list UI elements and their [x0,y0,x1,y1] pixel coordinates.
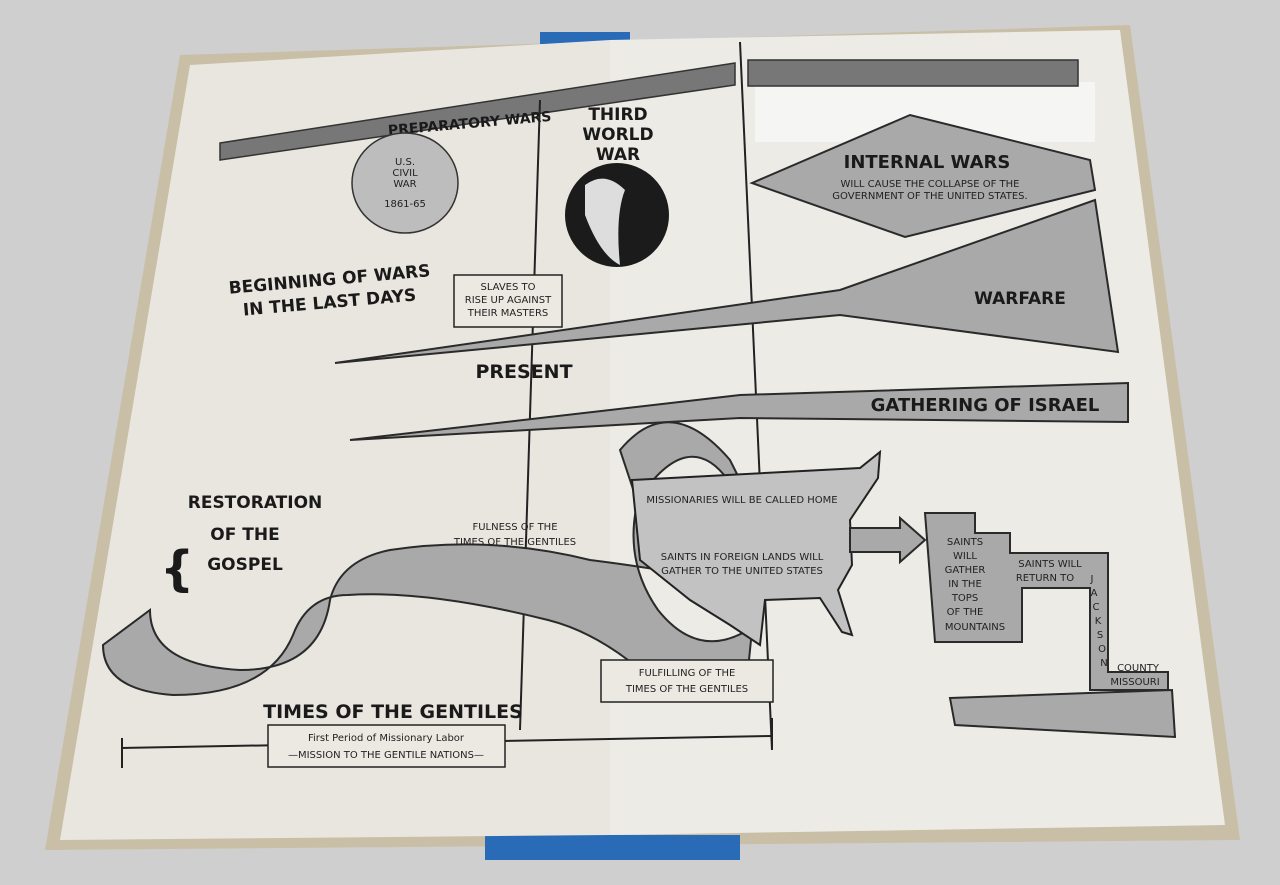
gathering-label: GATHERING OF ISRAEL [871,395,1100,416]
internal-wars-text: GOVERNMENT OF THE UNITED STATES. [832,191,1027,202]
third-world-war-2: WORLD [582,125,653,145]
base-wedge [948,688,1177,739]
third-world-war-1: THIRD [588,105,647,125]
internal-wars-shape [749,113,1097,239]
slaves-text: SLAVES TO [480,282,535,293]
county-text: MISSOURI [1110,677,1159,688]
mountains-text: IN THE [948,579,982,590]
fulness-text: TIMES OF THE GENTILES [453,537,576,548]
fulness-text: FULNESS OF THE [472,522,557,533]
mountains-text: WILL [953,551,977,562]
left-page [60,40,610,840]
present-line [519,99,541,731]
top-right-band [747,59,1079,87]
internal-wars-title: INTERNAL WARS [844,152,1011,173]
jackson-letter: A [1091,588,1098,599]
county-text: COUNTY [1117,663,1160,674]
mountains-text: SAINTS [947,537,983,548]
slaves-text: THEIR MASTERS [467,308,549,319]
internal-wars-text: WILL CAUSE THE COLLAPSE OF THE [841,179,1020,190]
arrow-right-icon [849,515,927,565]
restoration-text: GOSPEL [207,555,283,575]
jackson-letter: S [1097,630,1103,641]
return-text: RETURN TO [1016,573,1074,584]
jackson-letter: O [1098,644,1106,655]
mountains-text: GATHER [945,565,986,576]
warfare-label: WARFARE [974,289,1066,309]
fulfilling-text: FULFILLING OF THE [639,668,736,679]
warfare-wedge [334,198,1120,364]
preparatory-wars-band [219,62,736,161]
present-label: PRESENT [475,361,572,383]
civil-war-text: U.S. [395,157,415,168]
mission-text: First Period of Missionary Labor [308,733,465,744]
third-world-war-3: WAR [596,145,640,165]
jackson-letter: K [1095,616,1102,627]
usa-map [630,449,882,647]
civil-war-text: WAR [393,179,416,190]
times-of-gentiles-label: TIMES OF THE GENTILES [263,701,523,723]
jackson-letter: N [1100,658,1107,669]
globe-continents [585,178,625,265]
jackson-letter: J [1090,574,1094,585]
missionaries-text: MISSIONARIES WILL BE CALLED HOME [646,495,837,506]
saints-foreign-text: GATHER TO THE UNITED STATES [661,566,823,577]
return-text: SAINTS WILL [1018,559,1082,570]
fulness-flow [101,421,755,697]
slaves-box [453,274,563,328]
civil-war-years: 1861-65 [384,199,426,210]
fulfilling-box [600,659,774,703]
gathering-wedge [349,381,1129,441]
civil-war-text: CIVIL [392,168,418,179]
civil-war-circle [351,132,459,234]
saints-foreign-text: SAINTS IN FOREIGN LANDS WILL [661,552,824,563]
fulfilling-text: TIMES OF THE GENTILES [625,684,748,695]
restoration-text: OF THE [210,525,279,545]
jackson-letter: C [1093,602,1100,613]
mission-text: —MISSION TO THE GENTILE NATIONS— [288,750,484,761]
slaves-text: RISE UP AGAINST [465,295,552,306]
saints-path [923,512,1169,691]
mountains-text: MOUNTAINS [945,622,1005,633]
mission-box [267,724,506,768]
mountains-text: OF THE [947,607,984,618]
restoration-text: RESTORATION [188,493,323,513]
book-spine-bottom [485,835,740,860]
mountains-text: TOPS [951,593,978,604]
brace-icon: { [160,541,194,597]
